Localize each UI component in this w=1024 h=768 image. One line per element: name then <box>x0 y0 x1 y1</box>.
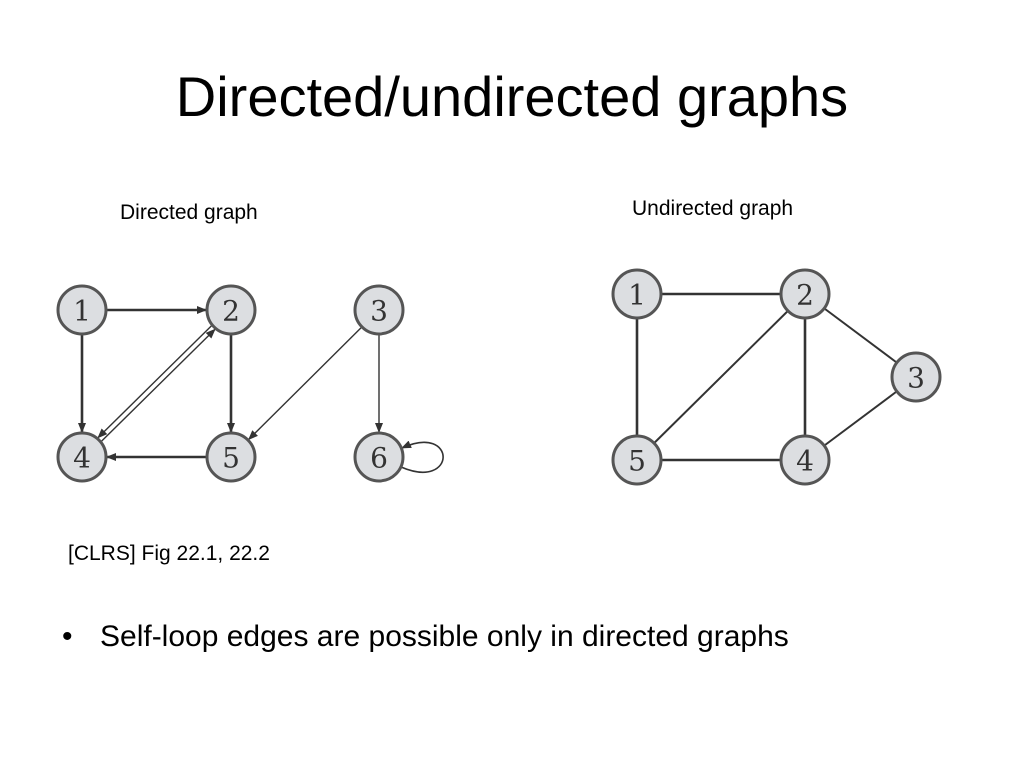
bullet-list: • Self-loop edges are possible only in d… <box>62 618 789 656</box>
slide-title: Directed/undirected graphs <box>175 65 849 128</box>
node-circle <box>205 284 257 336</box>
directed-node-3: 3 <box>353 284 405 336</box>
bullet-item: • Self-loop edges are possible only in d… <box>62 618 789 656</box>
directed-graph-caption: Directed graph <box>120 201 258 224</box>
node-label: 1 <box>73 295 91 328</box>
node-label: 6 <box>370 442 388 475</box>
directed-node-2: 2 <box>205 284 257 336</box>
node-label: 1 <box>628 279 646 312</box>
node-label: 4 <box>73 442 91 475</box>
bullet-marker: • <box>62 620 73 653</box>
undirected-node-5: 5 <box>611 434 663 486</box>
node-label: 3 <box>907 362 925 395</box>
node-label: 2 <box>222 295 240 328</box>
undirected-edge-2-5 <box>653 310 789 444</box>
undirected-node-1: 1 <box>611 268 663 320</box>
directed-node-4: 4 <box>56 431 108 483</box>
node-label: 5 <box>628 445 646 478</box>
undirected-node-3: 3 <box>890 351 942 403</box>
node-circle <box>890 351 942 403</box>
directed-edge-4-2 <box>100 328 216 443</box>
node-circle <box>56 284 108 336</box>
undirected-edge-3-4 <box>823 390 898 447</box>
node-circle <box>353 431 405 483</box>
source-caption: [CLRS] Fig 22.1, 22.2 <box>68 542 270 565</box>
self-loop-edge-6 <box>400 440 444 473</box>
node-label: 3 <box>370 295 388 328</box>
node-circle <box>205 431 257 483</box>
directed-edge-3-5 <box>248 326 363 441</box>
undirected-node-2: 2 <box>779 268 831 320</box>
undirected-edge-2-3 <box>823 307 898 364</box>
directed-node-6: 6 <box>353 431 405 483</box>
node-circle <box>779 268 831 320</box>
node-circle <box>611 434 663 486</box>
bullet-text: Self-loop edges are possible only in dir… <box>100 620 789 653</box>
undirected-graph-caption: Undirected graph <box>632 197 794 220</box>
node-label: 4 <box>796 445 814 478</box>
directed-node-5: 5 <box>205 431 257 483</box>
directed-edge-2-4 <box>97 324 213 439</box>
directed-node-1: 1 <box>56 284 108 336</box>
directed-graph: 1 2 3 4 5 6 <box>56 284 444 483</box>
undirected-node-4: 4 <box>779 434 831 486</box>
node-circle <box>56 431 108 483</box>
node-label: 5 <box>222 442 240 475</box>
node-circle <box>611 268 663 320</box>
node-circle <box>779 434 831 486</box>
undirected-graph: 1 2 3 4 5 <box>611 268 942 486</box>
node-circle <box>353 284 405 336</box>
node-label: 2 <box>796 279 814 312</box>
